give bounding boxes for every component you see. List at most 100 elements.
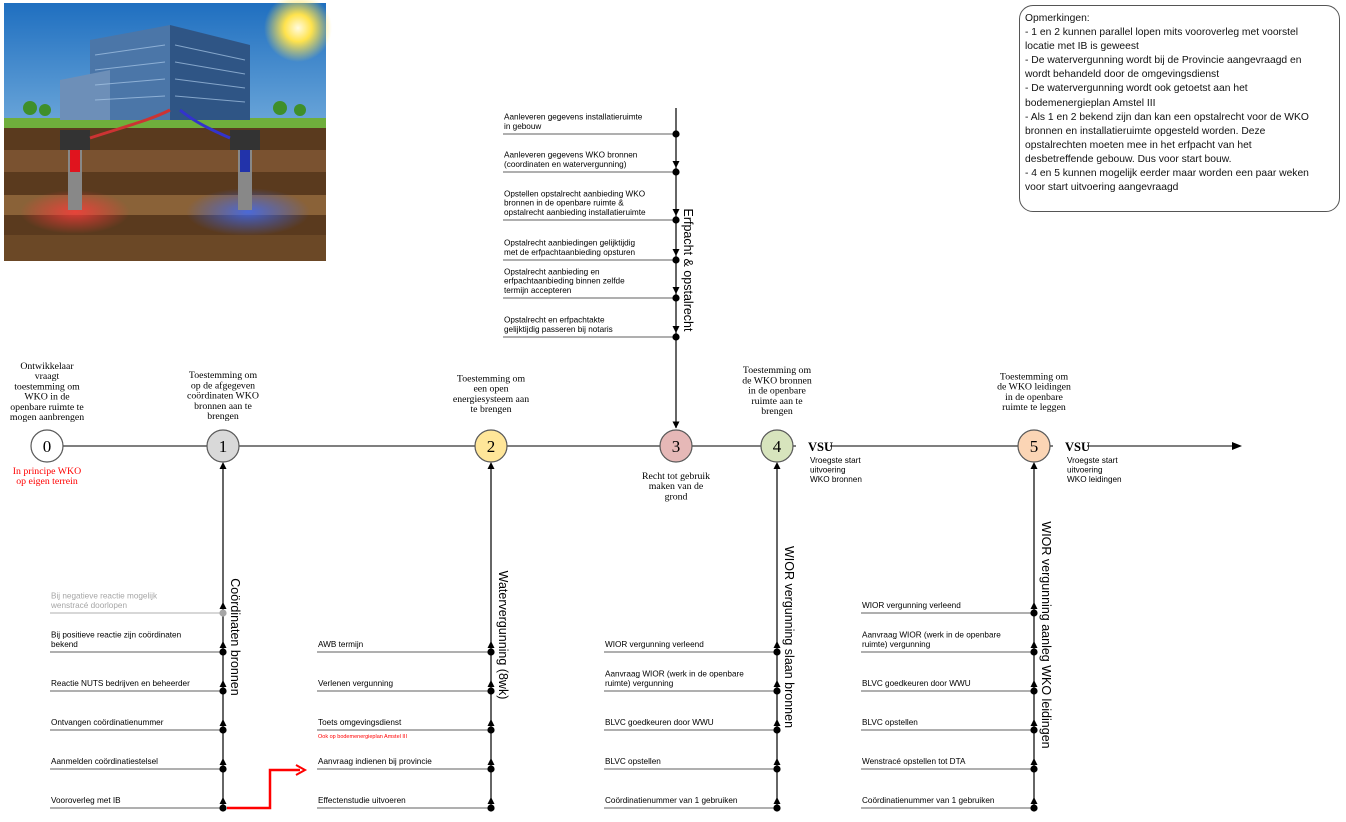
arrow-up-icon xyxy=(1030,680,1038,687)
milestone-label: Toestemming om xyxy=(743,365,812,376)
milestone-label: Ontwikkelaar xyxy=(20,361,74,372)
step-label: BLVC opstellen xyxy=(605,757,661,766)
arrow-up-icon xyxy=(773,758,781,765)
step-label: wenstracé doorlopen xyxy=(50,601,127,610)
arrow-up-icon xyxy=(487,680,495,687)
milestone-4 xyxy=(760,429,794,463)
milestone-label: toestemming om xyxy=(14,381,80,392)
milestone-number: 4 xyxy=(773,437,782,456)
remark-line: - De watervergunning wordt bij de Provin… xyxy=(1025,55,1302,67)
milestone-label: coördinaten WKO xyxy=(187,391,259,402)
vsu-note: uitvoering xyxy=(1067,466,1103,475)
step-label: Opstalrecht aanbieding en xyxy=(504,267,600,276)
lane-title: WIOR vergunning slaan bronnen xyxy=(782,546,796,728)
step-dot xyxy=(487,765,495,773)
milestone-label: in de openbare xyxy=(1005,392,1063,403)
milestone-label: brengen xyxy=(207,411,239,422)
lane-title: Coördinaten bronnen xyxy=(228,578,242,695)
lane-wior-bronnen xyxy=(604,468,778,809)
lane-water xyxy=(317,468,492,809)
arrow-up-icon xyxy=(773,462,781,469)
milestone-circle xyxy=(1017,429,1051,463)
step-label: Toets omgevingsdienst xyxy=(318,718,402,727)
step-dot xyxy=(672,294,680,302)
arrow-up-icon xyxy=(219,462,227,469)
step-dot xyxy=(773,726,781,734)
milestone-label: de WKO leidingen xyxy=(997,382,1071,393)
arrow-down-icon xyxy=(672,287,680,294)
step-label: Reactie NUTS bedrijven en beheerder xyxy=(51,679,190,688)
step-dot xyxy=(487,648,495,656)
arrow-up-icon xyxy=(487,797,495,804)
step-dot xyxy=(1030,648,1038,656)
step-dot xyxy=(672,130,680,138)
arrow-up-icon xyxy=(219,719,227,726)
lane-erfpacht xyxy=(503,108,677,428)
step-label: Aanvraag WIOR (werk in de openbare xyxy=(862,631,1001,640)
arrow-up-icon xyxy=(219,602,227,609)
step-dot xyxy=(773,765,781,773)
step-label: Coördinatienummer van 1 gebruiken xyxy=(862,796,995,805)
step-dot xyxy=(219,648,227,656)
step-label: ruimte) vergunning xyxy=(862,640,931,649)
milestone-0 xyxy=(30,429,64,463)
step-label: Effectenstudie uitvoeren xyxy=(318,796,406,805)
milestone-label: mogen aanbrengen xyxy=(10,412,84,423)
milestone-circle xyxy=(659,429,693,463)
arrow-up-icon xyxy=(487,719,495,726)
arrow-up-icon xyxy=(219,758,227,765)
milestone-circle xyxy=(206,429,240,463)
milestone-circle xyxy=(30,429,64,463)
step-dot xyxy=(219,765,227,773)
milestone-2 xyxy=(474,429,508,463)
arrow-up-icon xyxy=(773,797,781,804)
milestone-number: 0 xyxy=(43,437,52,456)
arrow-up-icon xyxy=(487,758,495,765)
step-dot xyxy=(219,609,227,617)
step-label: Bij negatieve reactie mogelijk xyxy=(51,592,158,601)
remark-line: locatie met IB is geweest xyxy=(1025,41,1139,53)
milestone-label: brengen xyxy=(761,406,793,417)
remarks-box: Opmerkingen: - 1 en 2 kunnen parallel lo… xyxy=(1019,5,1340,212)
milestone-note: op eigen terrein xyxy=(16,476,78,487)
step-dot xyxy=(487,804,495,812)
step-label: WIOR vergunning verleend xyxy=(605,640,704,649)
step-dot xyxy=(672,256,680,264)
remark-line: - 4 en 5 kunnen mogelijk eerder maar wor… xyxy=(1025,168,1309,180)
remark-line: bronnen en installatieruimte opgesteld w… xyxy=(1025,125,1266,137)
lane-wior-leidingen xyxy=(861,468,1035,809)
step-label: Coördinatienummer van 1 gebruiken xyxy=(605,796,738,805)
remarks-title: Opmerkingen: xyxy=(1025,13,1090,24)
arrow-down-icon xyxy=(672,161,680,168)
milestone-label: energiesysteem aan xyxy=(453,394,529,405)
step-label: Aanleveren gegevens installatieruimte xyxy=(504,113,643,122)
step-dot xyxy=(773,687,781,695)
step-label: AWB termijn xyxy=(318,640,364,649)
step-dot xyxy=(672,333,680,341)
milestone-number: 2 xyxy=(487,437,496,456)
milestone-label: WKO in de xyxy=(24,392,70,403)
vsu-note: Vroegste start xyxy=(1067,456,1118,465)
remark-line: voor start uitvoering aangevraagd xyxy=(1025,182,1179,194)
arrow-up-icon xyxy=(487,641,495,648)
step-label: WIOR vergunning verleend xyxy=(862,601,961,610)
step-label: BLVC goedkeuren door WWU xyxy=(605,718,714,727)
milestone-note: In principe WKO xyxy=(13,466,81,477)
remark-line: opstalrechten moeten mee in het erfpacht… xyxy=(1025,139,1252,151)
arrow-up-icon xyxy=(1030,602,1038,609)
step-dot xyxy=(672,216,680,224)
step-label: bronnen in de openbare ruimte & xyxy=(504,199,624,208)
arrow-up-icon xyxy=(1030,462,1038,469)
step-label: BLVC opstellen xyxy=(862,718,918,727)
step-label: Aanvraag WIOR (werk in de openbare xyxy=(605,670,744,679)
step-dot xyxy=(672,168,680,176)
step-label: Aanmelden coördinatiestelsel xyxy=(51,757,158,766)
step-dot xyxy=(1030,804,1038,812)
step-label: met de erfpachtaanbieding opsturen xyxy=(504,248,636,257)
step-label: Opstalrecht en erfpachtakte xyxy=(504,316,605,325)
arrow-up-icon xyxy=(1030,719,1038,726)
remark-line: bodemenergieplan Amstel III xyxy=(1025,97,1156,109)
milestone-label: de WKO bronnen xyxy=(742,375,812,386)
remark-line: desbetreffende gebouw. Dus voor start bo… xyxy=(1025,153,1232,165)
